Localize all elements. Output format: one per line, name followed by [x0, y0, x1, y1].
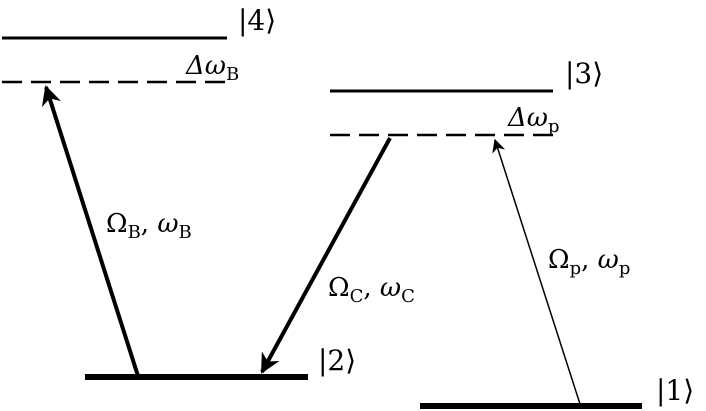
- detuning-probe-label: Δωp: [507, 103, 560, 137]
- probe-transition-label: Ωp, ωp: [548, 245, 630, 279]
- coupling-transition-arrow: [260, 137, 392, 374]
- state-4-label: |4⟩: [238, 4, 276, 37]
- state-2-label: |2⟩: [318, 344, 356, 377]
- probe-transition-arrow: [492, 138, 581, 405]
- state-3-label: |3⟩: [565, 57, 603, 90]
- detuning-blue-label: ΔωB: [185, 51, 239, 85]
- state-1-label: |1⟩: [656, 374, 694, 407]
- coupling-transition-label: ΩC, ωC: [328, 273, 415, 307]
- blue-transition-arrow: [41, 85, 140, 377]
- blue-transition-label: ΩB, ωB: [106, 209, 192, 243]
